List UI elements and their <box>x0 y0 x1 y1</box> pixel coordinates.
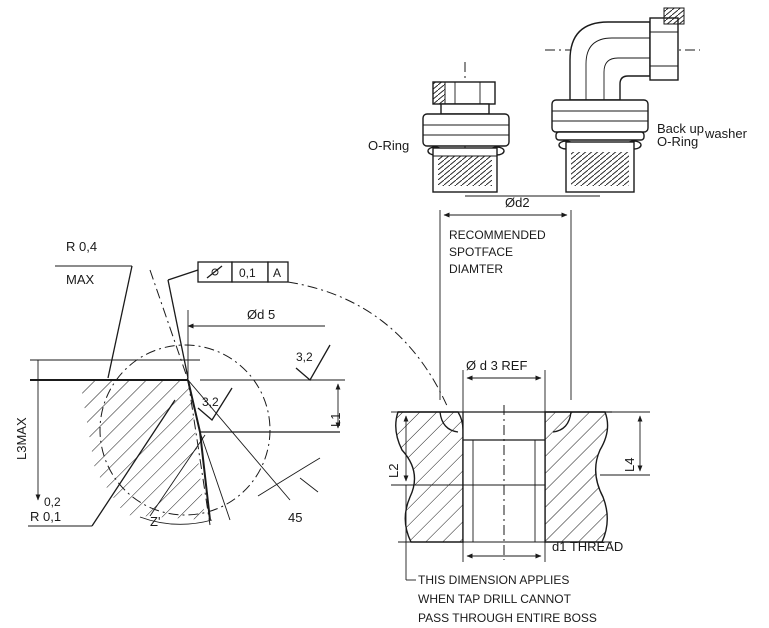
straight-fitting <box>422 62 510 196</box>
l2-label: L2 <box>386 464 401 478</box>
spotface-label-line2: SPOTFACE <box>449 245 513 259</box>
r01-superscript: 0,2 <box>44 495 61 509</box>
backup-washer-label-line2: washer <box>704 126 748 141</box>
roughness-label-1: 3,2 <box>296 350 313 364</box>
d1-thread-label: d1 THREAD <box>552 539 623 554</box>
port-section <box>391 370 650 581</box>
flatness-tolerance-frame <box>197 261 289 283</box>
backup-washer-label-line1: Back up <box>657 121 704 136</box>
tolerance-value: 0,1 <box>239 266 256 280</box>
note-line1: THIS DIMENSION APPLIES <box>418 573 569 587</box>
detail-view <box>28 265 345 527</box>
tolerance-datum: A <box>273 266 281 280</box>
l3max-label: L3MAX <box>14 417 29 460</box>
d5-label: Ød 5 <box>247 307 275 322</box>
spotface-label-line1: RECOMMENDED <box>449 228 546 242</box>
d2-label: Ød2 <box>505 195 530 210</box>
l1-label: L1 <box>328 413 343 427</box>
elbow-fitting <box>545 7 700 196</box>
l4-label: L4 <box>622 458 637 472</box>
note-line3: PASS THROUGH ENTIRE BOSS <box>418 611 597 625</box>
oring-left-label: O-Ring <box>368 138 409 153</box>
roughness-label-2: 3,2 <box>202 395 219 409</box>
oring-right-label: O-Ring <box>657 134 698 149</box>
d3-label: Ø d 3 REF <box>466 358 527 373</box>
max-label: MAX <box>66 272 95 287</box>
spotface-label-line3: DIAMTER <box>449 262 503 276</box>
note-line2: WHEN TAP DRILL CANNOT <box>418 592 572 606</box>
angle-45-label: 45 <box>288 510 302 525</box>
z-label: Z' <box>150 514 160 529</box>
r04-label: R 0,4 <box>66 239 97 254</box>
r01-label: R 0,1 <box>30 509 61 524</box>
